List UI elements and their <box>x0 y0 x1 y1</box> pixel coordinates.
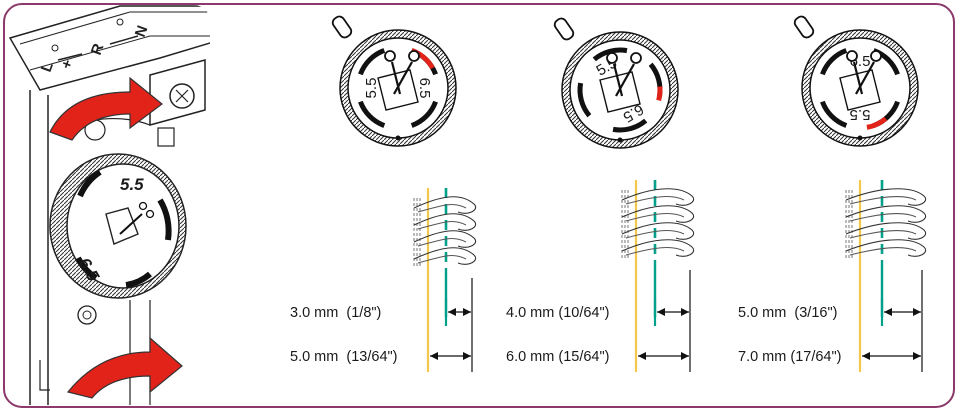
dial-scale-arc <box>612 118 648 133</box>
panel-3: 6.55.5 5.0 mm (3/16") 7.0 mm (17/64") <box>738 15 926 372</box>
outer-measurement: 7.0 mm (17/64") <box>738 349 841 365</box>
dial-scale-arc <box>820 100 848 128</box>
dial-indicator-mark <box>553 17 575 41</box>
scissors-fabric-icon <box>839 50 882 141</box>
outer-measurement: 6.0 mm (15/64") <box>506 349 609 365</box>
outer-measurement: 5.0 mm (13/64") <box>290 349 398 365</box>
dial-scale-arc <box>820 48 848 76</box>
overlock-stitch-diagram <box>845 180 926 372</box>
dial-indicator-mark <box>331 15 353 39</box>
dial-1: 5.5 6.5 <box>339 29 457 147</box>
outer-dimension-arrow <box>638 352 689 360</box>
dial-selected-arc <box>866 116 888 130</box>
scissors-fabric-icon <box>377 50 420 141</box>
panel-2: 5.56.5 4.0 mm (10/64") 6.0 mm (15/64") <box>506 17 694 372</box>
dial-scale-arc <box>577 82 592 118</box>
inner-dimension-arrow <box>884 308 921 316</box>
machine-illustration: L + R N 5.5 6.5 <box>8 5 210 405</box>
dial-indicator-mark <box>793 15 815 39</box>
inner-dimension-arrow <box>657 308 689 316</box>
overlock-stitch-diagram <box>621 180 694 372</box>
scissors-fabric-icon <box>599 52 642 143</box>
dial-2: 5.56.5 <box>561 31 679 149</box>
scissors-fabric-icon <box>105 201 155 245</box>
outer-dimension-arrow <box>430 352 471 360</box>
knob-label-top: 5.5 <box>120 175 144 194</box>
inner-measurement: 5.0 mm (3/16") <box>738 305 837 321</box>
dial-label: 5.5 <box>850 106 871 123</box>
dial-selected-arc <box>656 86 663 101</box>
dial-label: 6.5 <box>416 78 433 99</box>
inner-dimension-arrow <box>448 308 471 316</box>
red-curved-arrow-top <box>49 76 163 141</box>
dial-scale-arc <box>358 48 386 76</box>
dial-scale-arc <box>592 47 628 62</box>
dial-label: 5.5 <box>363 78 380 99</box>
red-curved-arrow-bottom <box>66 336 183 399</box>
outer-dimension-arrow <box>862 352 921 360</box>
inner-measurement: 3.0 mm (1/8") <box>290 305 381 321</box>
dial-3: 6.55.5 <box>801 29 919 147</box>
inner-measurement: 4.0 mm (10/64") <box>506 305 609 321</box>
overlock-stitch-diagram <box>413 188 476 372</box>
dial-scale-arc <box>358 100 386 128</box>
panel-1: 5.5 6.5 3.0 mm (1/8") 5.0 mm (13/64") <box>290 15 476 372</box>
dial-scale-arc <box>410 100 438 128</box>
outer-frame <box>3 3 955 408</box>
